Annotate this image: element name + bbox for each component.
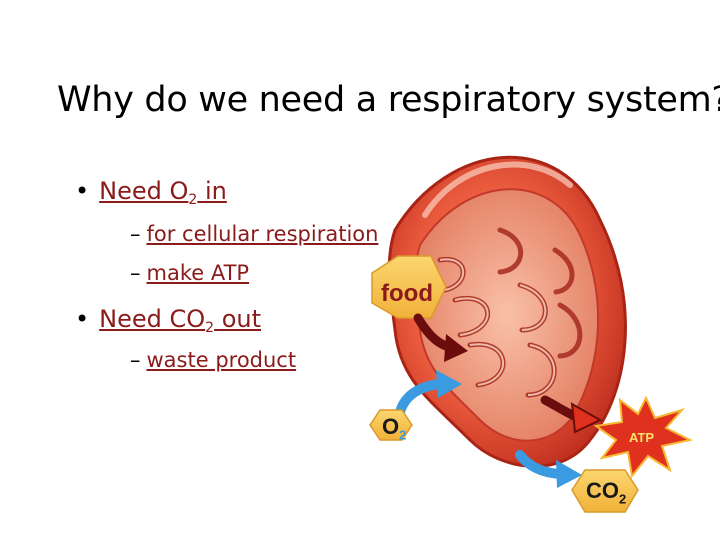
o2-subscript: 2	[399, 427, 407, 443]
atp-label: ATP	[629, 430, 655, 445]
co2-subscript: 2	[619, 491, 627, 507]
bullet-suffix: in	[197, 177, 227, 205]
dash: –	[130, 222, 141, 246]
slide-title: Why do we need a respiratory system?	[57, 80, 720, 120]
o2-text: O	[382, 414, 400, 439]
food-hexagon	[371, 255, 447, 319]
food-arrow	[413, 313, 468, 362]
dash: –	[130, 261, 141, 285]
bullet-need-o2: • Need O2 in	[75, 177, 227, 208]
atp-star	[593, 395, 693, 479]
co2-hexagon	[571, 469, 639, 513]
o2-arrow	[395, 370, 462, 417]
subpoint-cellular-respiration: –for cellular respiration	[130, 222, 378, 246]
subpoint-text: for cellular respiration	[146, 222, 379, 246]
co2-arrow	[515, 450, 582, 488]
subpoint-text: waste product	[146, 348, 297, 372]
dash: –	[130, 348, 141, 372]
bullet-subscript: 2	[205, 320, 215, 336]
bullet-subscript: 2	[188, 192, 198, 208]
atp-arrow	[540, 395, 603, 434]
subpoint-text: make ATP	[146, 261, 250, 285]
bullet-text: Need O	[99, 177, 189, 205]
bullet-dot: •	[75, 305, 90, 333]
bullet-suffix: out	[214, 305, 262, 333]
food-label: food	[381, 280, 433, 307]
subpoint-waste-product: –waste product	[130, 348, 296, 372]
o2-hexagon	[369, 409, 413, 441]
co2-text: CO	[586, 478, 619, 503]
bullet-need-co2: • Need CO2 out	[75, 305, 261, 336]
co2-label: CO2	[586, 478, 626, 506]
bullet-text: Need CO	[99, 305, 206, 333]
bullet-dot: •	[75, 177, 90, 205]
o2-label: O2	[382, 414, 406, 442]
subpoint-make-atp: –make ATP	[130, 261, 249, 285]
